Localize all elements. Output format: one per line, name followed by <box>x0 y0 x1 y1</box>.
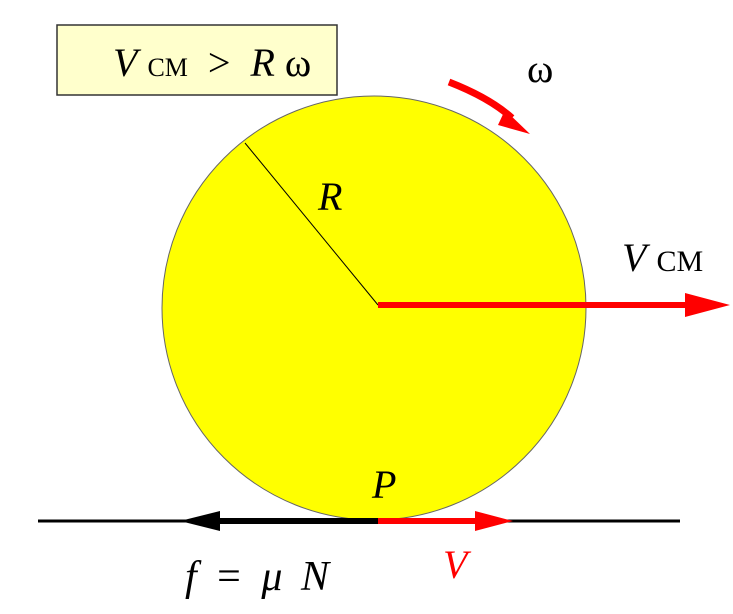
condition-box <box>56 24 338 96</box>
condition-rhs-omega: ω <box>285 40 311 85</box>
friction-arrow-head <box>180 511 220 531</box>
vcm-label-sub: CM <box>656 245 703 278</box>
omega-arrow <box>447 78 515 121</box>
friction-mu: μ <box>260 554 282 600</box>
contact-point-label: P <box>371 462 396 507</box>
condition-lhs-var: V <box>113 40 142 85</box>
friction-f: f <box>185 554 202 600</box>
condition-lhs-sub: CM <box>147 53 187 82</box>
condition-rhs-var: R <box>249 40 274 85</box>
vcm-label-var: V <box>622 235 651 280</box>
velocity-label: V <box>443 542 472 587</box>
omega-label: ω <box>527 46 553 91</box>
vcm-arrow-head <box>685 293 730 317</box>
radius-label: R <box>317 174 342 219</box>
vcm-label: V CM <box>622 235 703 280</box>
omega-arrow-head <box>498 110 530 134</box>
condition-relation: > <box>208 40 231 85</box>
friction-n: N <box>300 554 331 600</box>
friction-equation: f = μ N <box>185 554 331 600</box>
velocity-arrow-head <box>475 511 513 531</box>
condition-text: V CM > R ω <box>113 40 311 85</box>
friction-eq-sign: = <box>217 554 241 600</box>
radius-line <box>244 142 379 306</box>
